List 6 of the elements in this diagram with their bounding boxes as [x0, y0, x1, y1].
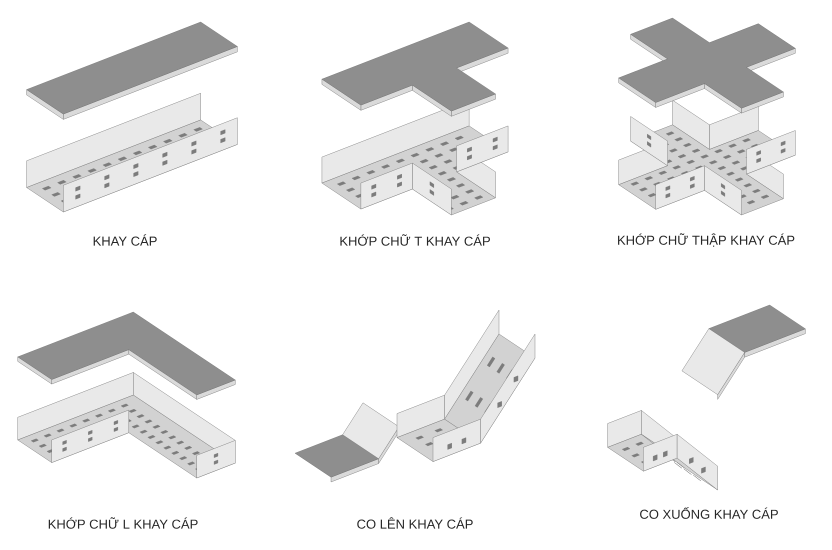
caption: KHỚP CHỮ T KHAY CÁP: [340, 234, 490, 246]
caption: CO LÊN KHAY CÁP: [357, 517, 473, 529]
caption: CO XUỐNG KHAY CÁP: [640, 507, 778, 519]
caption: KHAY CÁP: [94, 234, 157, 246]
caption: KHỚP CHỮ THẬP KHAY CÁP: [618, 233, 794, 247]
caption: KHỚP CHỮ L KHAY CÁP: [48, 517, 198, 529]
